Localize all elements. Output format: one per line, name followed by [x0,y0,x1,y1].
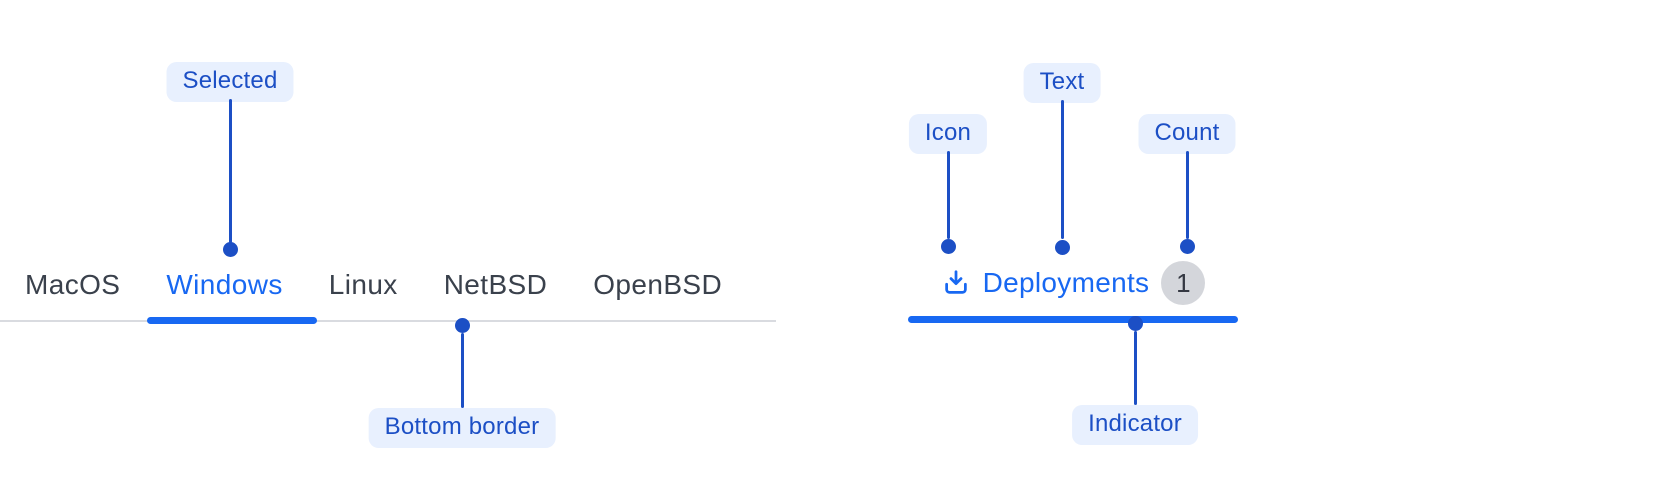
tab-openbsd[interactable]: OpenBSD [570,250,745,320]
selected-callout-dot [222,241,238,257]
tab-bar-bottom-border [0,320,776,322]
icon-callout-line [946,151,950,239]
indicator-callout-dot [1127,315,1143,331]
indicator-callout-line [1133,331,1137,405]
tab-label: Windows [166,269,283,300]
text-callout-line [1060,100,1064,239]
selected-tab-indicator [147,317,317,324]
tab-windows[interactable]: Windows [143,250,305,320]
text-callout-badge: Text [1023,63,1101,103]
tab-netbsd[interactable]: NetBSD [421,250,571,320]
count-callout-line [1185,151,1189,239]
icon-callout-badge: Icon [908,114,988,154]
count-callout-dot [1179,238,1195,254]
bottom-border-callout-dot [454,317,470,333]
download-icon [941,268,971,298]
tab-count-badge: 1 [1161,261,1206,305]
tab-label: Deployments [982,267,1150,298]
tab-label: OpenBSD [593,269,723,300]
bottom-border-callout-badge: Bottom border [368,408,556,448]
tab-label: NetBSD [443,269,548,300]
tab-bar: MacOS Windows Linux NetBSD OpenBSD [2,250,745,320]
selected-callout-line [228,99,232,243]
selected-tab-indicator [908,316,1238,323]
indicator-callout-badge: Indicator [1072,405,1198,445]
selected-callout-badge: Selected [166,62,294,102]
tab-macos[interactable]: MacOS [2,250,143,320]
tab-linux[interactable]: Linux [306,250,421,320]
bottom-border-callout-line [460,333,464,408]
tab-label: Linux [328,269,398,300]
tab-deployments[interactable]: Deployments 1 [908,250,1238,316]
text-callout-dot [1054,239,1070,255]
count-callout-badge: Count [1138,114,1236,154]
tab-label: MacOS [25,269,121,300]
icon-callout-dot [940,238,956,254]
